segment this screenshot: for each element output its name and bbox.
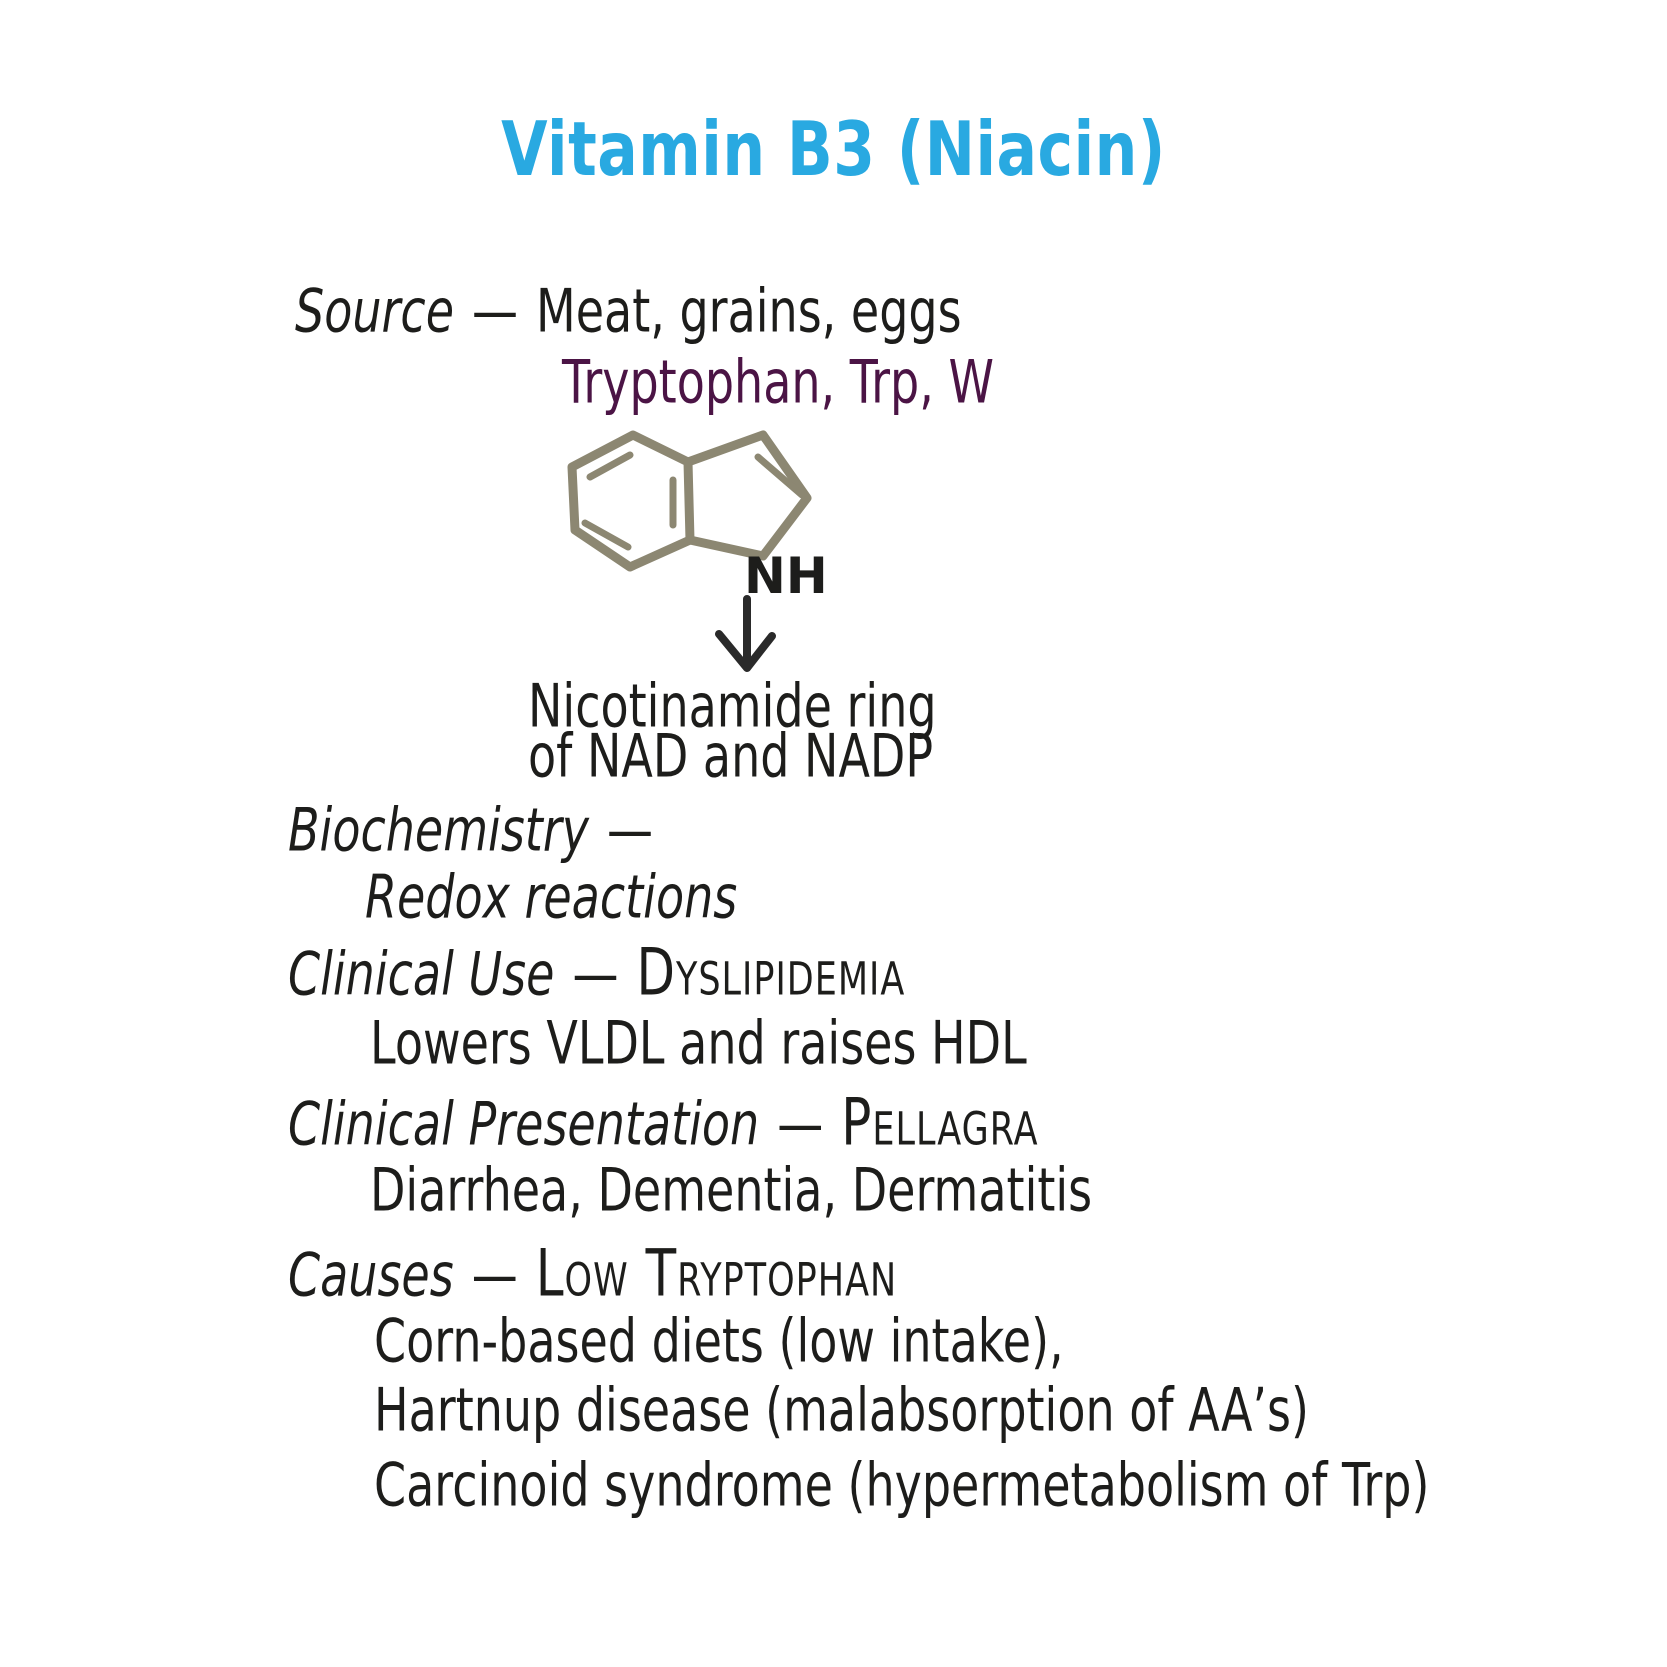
clinical-use-label: Clinical Use [288, 938, 555, 1009]
causes-detail-2: Hartnup disease (malabsorption of AA’s) [374, 1374, 1309, 1445]
source-value-tryptophan: Tryptophan, Trp, W [562, 346, 994, 417]
source-label: Source [295, 275, 455, 346]
leader-dash: — [777, 1088, 824, 1159]
causes-detail-1: Corn-based diets (low intake), [374, 1305, 1064, 1376]
section-causes: Causes—Low Tryptophan [288, 1241, 897, 1306]
product-line-1: Nicotinamide ring [528, 670, 937, 741]
clinical-use-value: Dyslipidemia [636, 934, 906, 1011]
pyrrole-ring [683, 430, 812, 561]
source-value: Meat, grains, eggs [536, 275, 962, 346]
biochemistry-label: Biochemistry [288, 794, 589, 865]
nh-label: NH [744, 547, 828, 605]
product-line-2: of NAD and NADP [528, 720, 934, 791]
causes-detail-3: Carcinoid syndrome (hypermetabolism of T… [374, 1449, 1430, 1520]
section-clinical-use: Clinical Use—Dyslipidemia [288, 940, 905, 1005]
section-biochemistry: Biochemistry— [288, 800, 671, 860]
causes-value: Low Tryptophan [535, 1235, 898, 1312]
clinical-presentation-label: Clinical Presentation [288, 1088, 760, 1159]
indole-ring-structure: NH [567, 430, 828, 672]
down-arrow-icon [715, 595, 776, 672]
biochemistry-detail: Redox reactions [365, 861, 738, 932]
leader-dash: — [472, 275, 519, 346]
page-title: Vitamin B3 (Niacin) [501, 106, 1166, 194]
leader-dash: — [572, 938, 619, 1009]
section-clinical-presentation: Clinical Presentation—Pellagra [288, 1090, 1039, 1155]
causes-label: Causes [288, 1239, 454, 1310]
leader-dash: — [471, 1239, 518, 1310]
section-source: Source—Meat, grains, eggs [295, 281, 962, 341]
leader-dash: — [606, 794, 653, 865]
clinical-presentation-detail: Diarrhea, Dementia, Dermatitis [370, 1154, 1093, 1225]
clinical-use-detail: Lowers VLDL and raises HDL [370, 1007, 1027, 1078]
clinical-presentation-value: Pellagra [841, 1084, 1039, 1161]
double-bond-lines [581, 451, 806, 551]
